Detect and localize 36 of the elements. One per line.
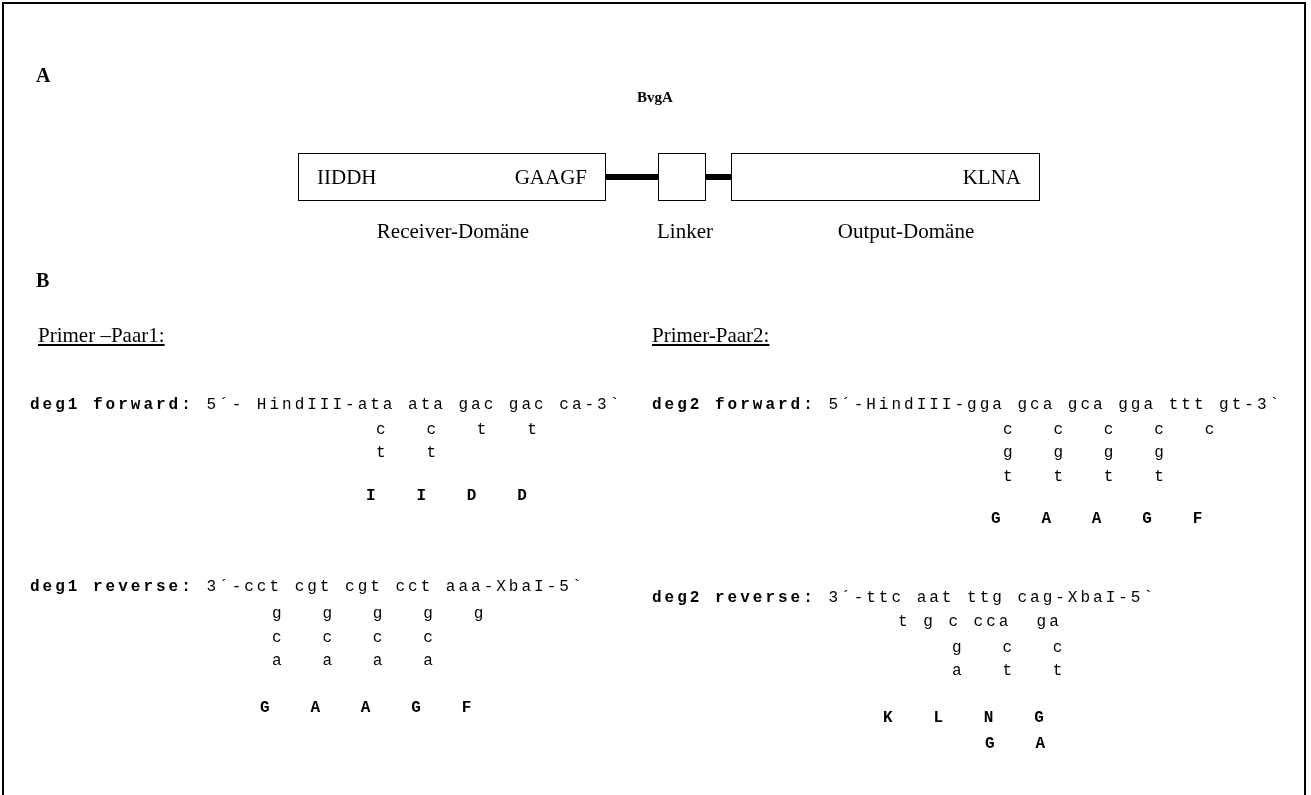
motif-label: IIDDH: [317, 164, 377, 190]
domain-caption: Receiver-Domäne: [376, 219, 530, 243]
degenerate-bases: c c c c: [272, 628, 436, 649]
amino-acid-row-text: G A A G F: [260, 698, 475, 719]
degenerate-bases: a a a a: [272, 651, 436, 672]
amino-acid-row-text: G A: [985, 734, 1048, 755]
primer-pair-heading: Primer –Paar1:: [38, 324, 165, 346]
linker-box: [658, 153, 706, 201]
amino-acid-row-text: I I D D: [366, 486, 530, 507]
domain-box: [731, 153, 1040, 201]
degenerate-bases: t g c cca ga: [898, 612, 1062, 633]
degenerate-bases: t t: [376, 443, 439, 464]
degenerate-bases: g c c: [952, 638, 1066, 659]
connector-line: [606, 174, 658, 180]
panel-letter: A: [36, 64, 51, 86]
degenerate-bases: a t t: [952, 661, 1066, 682]
degenerate-bases: g g g g: [1003, 443, 1167, 464]
primer-sequence: deg1 forward: 5´- HindIII-ata ata gac gac ca-3`: [30, 395, 623, 416]
domain-caption: Linker: [657, 219, 713, 243]
protein-heading: BvgA: [637, 88, 673, 107]
domain-box: [298, 153, 606, 201]
primer-sequence: deg1 reverse: 3´-cct cgt cgt cct aaa-XbaI-5`: [30, 577, 585, 598]
connector-line: [706, 174, 731, 180]
domain-caption: Output-Domäne: [837, 219, 975, 243]
degenerate-bases: t t t t: [1003, 467, 1167, 488]
degenerate-bases: c c t t: [376, 420, 540, 441]
amino-acid-row-text: K L N G: [883, 708, 1047, 729]
primer-sequence: deg2 forward: 5´-HindIII-gga gca gca gga ttt gt-3`: [652, 395, 1283, 416]
primer-sequence: deg2 reverse: 3´-ttc aat ttg cag-XbaI-5`: [652, 588, 1157, 609]
primer-pair-heading: Primer-Paar2:: [652, 324, 770, 346]
motif-label: GAAGF: [514, 164, 587, 190]
degenerate-bases: c c c c c: [1003, 420, 1218, 441]
amino-acid-row-text: G A A G F: [991, 509, 1206, 530]
panel-letter: B: [36, 269, 50, 291]
degenerate-bases: g g g g g: [272, 604, 487, 625]
motif-label: KLNA: [962, 164, 1021, 190]
